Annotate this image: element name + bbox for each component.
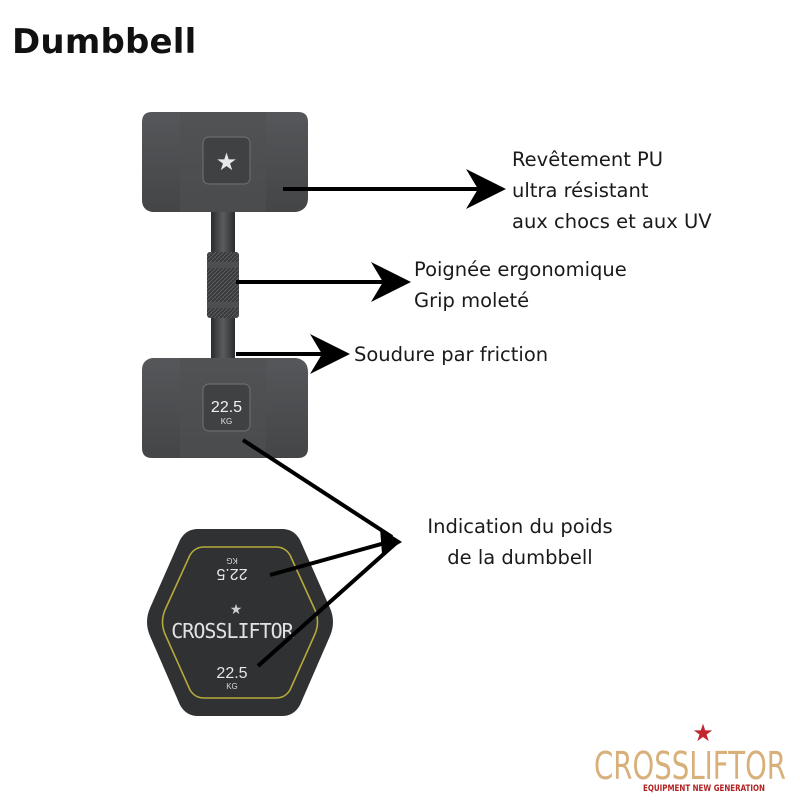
dumbbell-top-head: ★ xyxy=(142,112,308,212)
dumbbell-unit: KG xyxy=(221,417,233,426)
label-weld: Soudure par friction xyxy=(354,343,549,366)
star-icon: ★ xyxy=(216,148,238,176)
label-handle: Poignée ergonomique Grip moleté xyxy=(414,258,627,312)
logo-star-icon: ★ xyxy=(692,719,714,747)
arrow-weight-dumbbell xyxy=(241,438,394,539)
label-weight-indication: Indication du poids de la dumbbell xyxy=(427,515,613,569)
dumbbell-handle xyxy=(207,212,239,358)
weight-badge xyxy=(202,383,251,432)
arrow-weight-plate-top xyxy=(269,539,393,577)
callout-arrows xyxy=(236,169,506,668)
page-title: Dumbbell xyxy=(12,22,197,62)
plate-weight-bottom: 22.5 xyxy=(216,665,247,682)
hex-plate: 22.5 KG ★ CROSSLIFTOR 22.5 KG xyxy=(147,529,333,716)
plate-star-icon: ★ xyxy=(230,602,243,618)
dumbbell-weight: 22.5 xyxy=(211,399,242,416)
dumbbell-bottom-head: 22.5 KG xyxy=(142,358,308,458)
top-badge xyxy=(202,136,251,185)
arrowhead-weight xyxy=(380,528,402,554)
crossliftor-logo: ★ CROSSLIFTOR EQUIPMENT NEW GENERATION xyxy=(594,719,786,794)
plate-weight-top: 22.5 xyxy=(216,565,247,582)
plate-brand: CROSSLIFTOR xyxy=(171,619,294,643)
plate-unit-top: KG xyxy=(226,556,238,565)
logo-tagline: EQUIPMENT NEW GENERATION xyxy=(643,784,765,794)
label-coating: Revêtement PU ultra résistant aux chocs … xyxy=(512,148,712,233)
arrow-weight-plate-bottom xyxy=(256,542,397,668)
plate-unit-bottom: KG xyxy=(226,682,238,691)
logo-brand: CROSSLIFTOR xyxy=(594,744,786,788)
